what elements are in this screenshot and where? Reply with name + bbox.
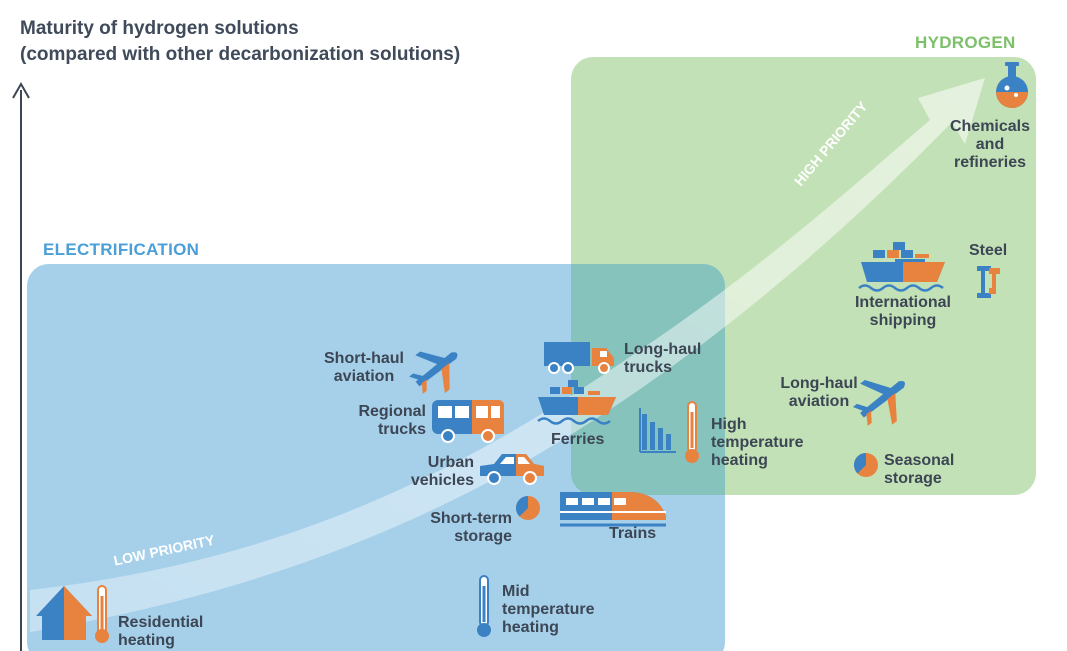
storage-pie-icon: [853, 452, 878, 477]
label-long-haul-trucks: Long-haul trucks: [624, 341, 702, 376]
bus-icon: [432, 400, 504, 443]
chart-title: Maturity of hydrogen solutions (compared…: [20, 16, 460, 68]
label-chemicals: Chemicals and refineries: [949, 118, 1031, 171]
label-steel: Steel: [969, 242, 1008, 259]
hydrogen-label: HYDROGEN: [915, 33, 1016, 52]
electrification-label: ELECTRIFICATION: [43, 240, 200, 259]
label-short-term-storage: Short-term storage: [430, 510, 512, 545]
airplane-icon: [852, 379, 905, 426]
label-mid-temperature-heating: Mid temperature heating: [502, 583, 595, 636]
label-residential-heating: Residential heating: [118, 614, 204, 649]
house-icon: [36, 586, 92, 640]
label-ferries: Ferries: [551, 431, 605, 448]
title-line-1: Maturity of hydrogen solutions: [20, 18, 299, 39]
thermometer-icon: [685, 401, 699, 463]
label-international-shipping: International shipping: [854, 294, 951, 329]
label-seasonal-storage: Seasonal storage: [884, 452, 955, 487]
ferry-icon: [537, 380, 616, 425]
train-icon: [560, 492, 666, 527]
car-icon: [480, 454, 544, 485]
y-axis: [12, 81, 30, 651]
label-short-haul-aviation: Short-haul aviation: [324, 350, 404, 385]
storage-pie-icon: [515, 495, 540, 520]
cargo-ship-icon: [858, 242, 945, 292]
label-trains: Trains: [609, 525, 657, 542]
airplane-icon: [409, 351, 458, 394]
flask-icon: [996, 62, 1028, 108]
thermometer-icon: [477, 575, 491, 637]
label-regional-trucks: Regional trucks: [358, 403, 426, 438]
label-urban-vehicles: Urban vehicles: [410, 454, 474, 489]
priority-arrow: [30, 78, 985, 632]
title-line-2: (compared with other decarbonization sol…: [20, 44, 461, 65]
thermometer-icon: [95, 585, 109, 643]
factory-icon: [639, 408, 676, 453]
steel-beam-icon: [977, 266, 1000, 298]
label-high-temperature-heating: High temperature heating: [711, 416, 804, 469]
label-long-haul-aviation: Long-haul aviation: [780, 375, 858, 410]
truck-icon: [544, 342, 614, 374]
